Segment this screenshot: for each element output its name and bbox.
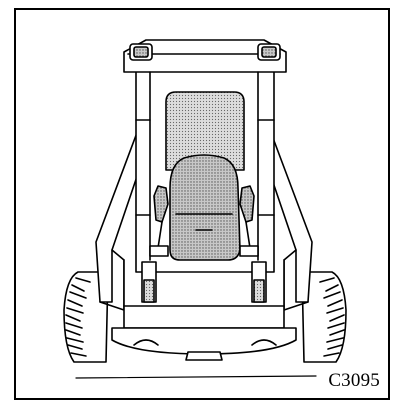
rear-window [165, 91, 245, 171]
left-control-lever [149, 185, 169, 257]
right-tire [301, 271, 347, 363]
skid-steer-loader-rear-view-icon [63, 39, 347, 379]
operator-seat [169, 154, 241, 261]
right-control-lever [239, 185, 259, 257]
left-work-light [129, 43, 153, 61]
right-cylinder [251, 261, 267, 303]
chassis [75, 259, 317, 379]
figure-frame: C3095 [14, 8, 390, 400]
left-cylinder [141, 261, 157, 303]
right-work-light [257, 43, 281, 61]
left-tire [63, 271, 109, 363]
figure-code: C3095 [328, 370, 380, 391]
